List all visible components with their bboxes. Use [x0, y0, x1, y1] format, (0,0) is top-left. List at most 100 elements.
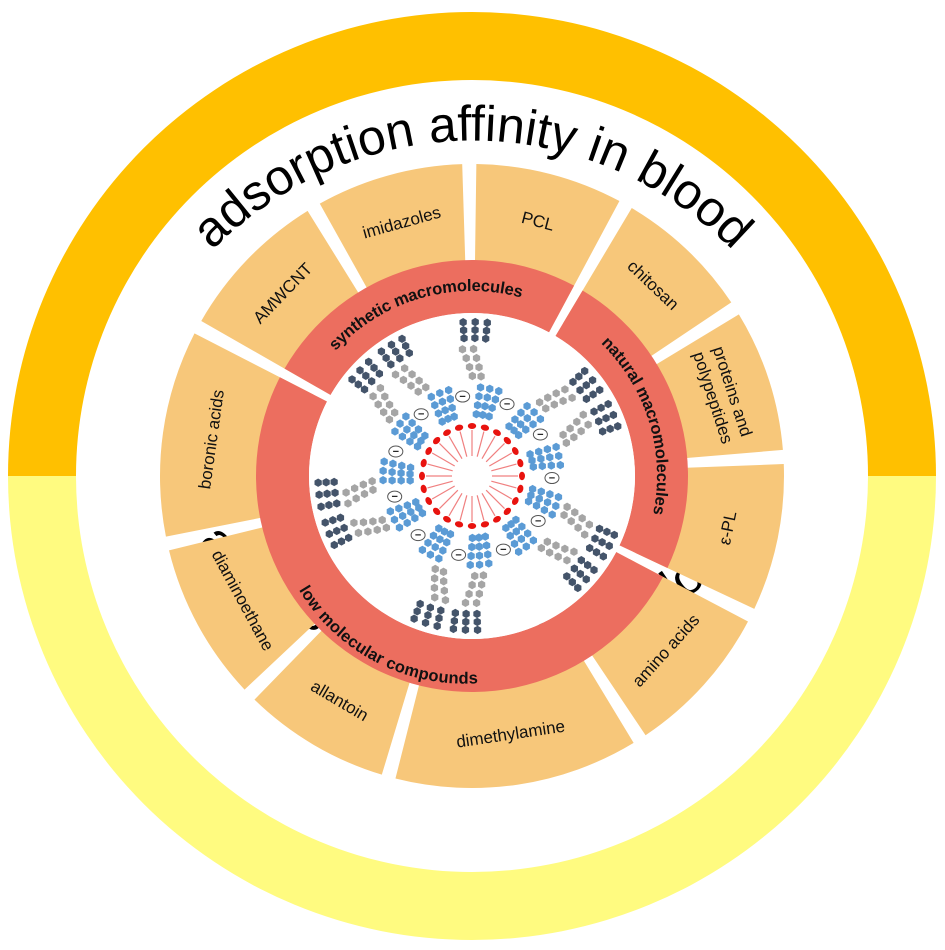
middle-block-unit: [461, 598, 470, 608]
inner-block-unit: [543, 445, 552, 454]
outer-block-unit: [325, 529, 333, 539]
middle-block-unit: [422, 383, 430, 392]
outer-block-unit: [576, 569, 584, 579]
charge-symbol: −: [537, 429, 543, 441]
middle-block-unit: [430, 583, 439, 593]
inner-block-unit: [435, 554, 443, 563]
inner-block-unit: [386, 507, 394, 516]
outer-block-unit: [610, 530, 618, 540]
outer-block-unit: [598, 538, 606, 547]
inner-block-unit: [556, 460, 564, 470]
inner-block-unit: [426, 550, 435, 559]
outer-block-unit: [344, 533, 353, 543]
inner-block-unit: [552, 501, 560, 511]
outer-block-unit: [354, 380, 362, 389]
middle-block-unit: [381, 392, 389, 401]
charge-symbol: −: [459, 391, 465, 403]
charge-symbol: −: [455, 549, 461, 561]
inner-block-unit: [522, 542, 530, 551]
outer-block-unit: [473, 625, 482, 635]
inner-block-unit: [540, 505, 549, 515]
inner-block-unit: [413, 442, 422, 451]
outer-block-unit: [596, 385, 604, 395]
middle-block-unit: [430, 574, 439, 583]
middle-block-unit: [360, 489, 369, 499]
inner-block-unit: [408, 418, 416, 428]
outer-block-unit: [482, 326, 491, 335]
negative-charge-icon: [495, 543, 511, 556]
inner-block-unit: [411, 513, 419, 523]
charge-symbol: −: [504, 399, 510, 411]
outer-block-unit: [595, 524, 604, 533]
inner-block-unit: [441, 406, 449, 415]
core-chain: [491, 463, 517, 472]
inner-block-unit: [450, 412, 458, 421]
inner-block-unit: [472, 409, 480, 419]
outer-block-unit: [333, 499, 341, 508]
inner-block-unit: [529, 536, 538, 545]
inner-block-unit: [491, 395, 500, 404]
inner-block-unit: [486, 384, 494, 393]
inner-block-unit: [406, 476, 414, 485]
inner-block-unit: [473, 401, 482, 410]
outer-block-unit: [382, 353, 390, 363]
core-chain: [485, 443, 505, 463]
middle-block-unit: [559, 396, 567, 406]
inner-block-unit: [554, 492, 563, 502]
outer-block-unit: [387, 360, 395, 369]
core-head: [454, 521, 464, 528]
core-head: [493, 429, 501, 437]
inner-block-unit: [522, 425, 530, 434]
outer-block-unit: [449, 624, 458, 634]
negative-charge-icon: [499, 398, 515, 411]
outer-block-unit: [437, 606, 445, 615]
outer-block-unit: [597, 403, 605, 413]
inner-block-unit: [517, 408, 525, 417]
middle-block-unit: [561, 544, 569, 554]
middle-block-unit: [475, 589, 483, 598]
outer-block-unit: [591, 534, 599, 543]
middle-block-unit: [380, 407, 388, 417]
core-chain: [439, 489, 459, 509]
outer-block-unit: [582, 380, 590, 390]
inner-block-unit: [529, 462, 537, 471]
core-head: [517, 484, 524, 494]
charge-symbol: −: [418, 409, 424, 421]
middle-block-unit: [552, 541, 560, 550]
outer-block-unit: [450, 616, 459, 626]
category-shape: [256, 377, 664, 692]
outer-block-unit: [451, 608, 459, 618]
inner-block-unit: [475, 560, 484, 569]
inner-block-unit: [431, 400, 439, 410]
middle-block-unit: [566, 424, 574, 433]
negative-charge-icon: [387, 490, 403, 503]
outer-block-unit: [603, 527, 611, 537]
inner-block-unit: [537, 454, 545, 463]
middle-block-unit: [563, 502, 571, 512]
inner-block-unit: [418, 545, 427, 555]
middle-block-unit: [562, 438, 570, 448]
inner-block-unit: [483, 393, 491, 402]
inner-block-unit: [555, 451, 563, 461]
inner-block-unit: [514, 547, 523, 557]
middle-block-unit: [563, 556, 571, 565]
outer-block-unit: [577, 556, 585, 565]
inner-block-unit: [517, 534, 525, 544]
middle-block-unit: [475, 363, 483, 372]
outer-block-unit: [329, 515, 337, 525]
inner-block-unit: [475, 392, 483, 401]
middle-block-unit: [458, 345, 467, 354]
middle-block-unit: [579, 410, 587, 419]
negative-charge-icon: [451, 548, 467, 561]
middle-block-unit: [385, 400, 394, 409]
core-chain: [448, 435, 463, 459]
inner-block-unit: [446, 394, 454, 404]
inner-block-unit: [421, 431, 429, 440]
inner-block-unit: [439, 546, 447, 555]
inner-block-unit: [548, 510, 556, 519]
inner-block-unit: [475, 542, 483, 551]
core-head: [503, 507, 512, 516]
charge-symbol: −: [391, 491, 397, 503]
middle-block-unit: [552, 389, 560, 398]
middle-block-unit: [439, 567, 448, 577]
